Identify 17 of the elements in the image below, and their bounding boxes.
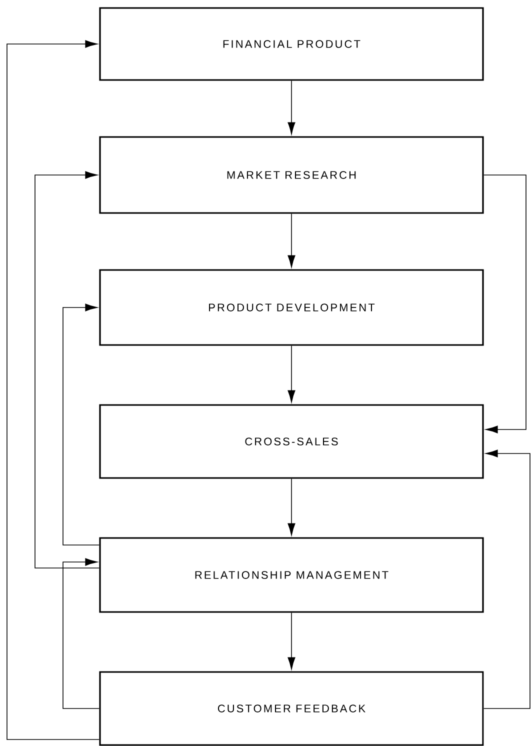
arrow	[483, 174, 526, 434]
arrow	[288, 612, 296, 670]
arrow	[6, 40, 100, 740]
arrow	[288, 478, 296, 536]
arrow	[34, 171, 100, 568]
process-box: MARKET RESEARCH	[99, 136, 484, 214]
process-box: PRODUCT DEVELOPMENT	[99, 269, 484, 346]
arrow	[62, 558, 100, 709]
process-box: FINANCIAL PRODUCT	[99, 7, 484, 81]
arrow	[483, 450, 530, 709]
process-box: RELATIONSHIP MANAGEMENT	[99, 537, 484, 613]
arrow	[62, 304, 100, 546]
arrow	[288, 80, 296, 134]
arrow	[288, 345, 296, 402]
arrow	[288, 213, 296, 268]
process-box: CUSTOMER FEEDBACK	[99, 671, 484, 746]
process-box: CROSS-SALES	[99, 404, 484, 479]
